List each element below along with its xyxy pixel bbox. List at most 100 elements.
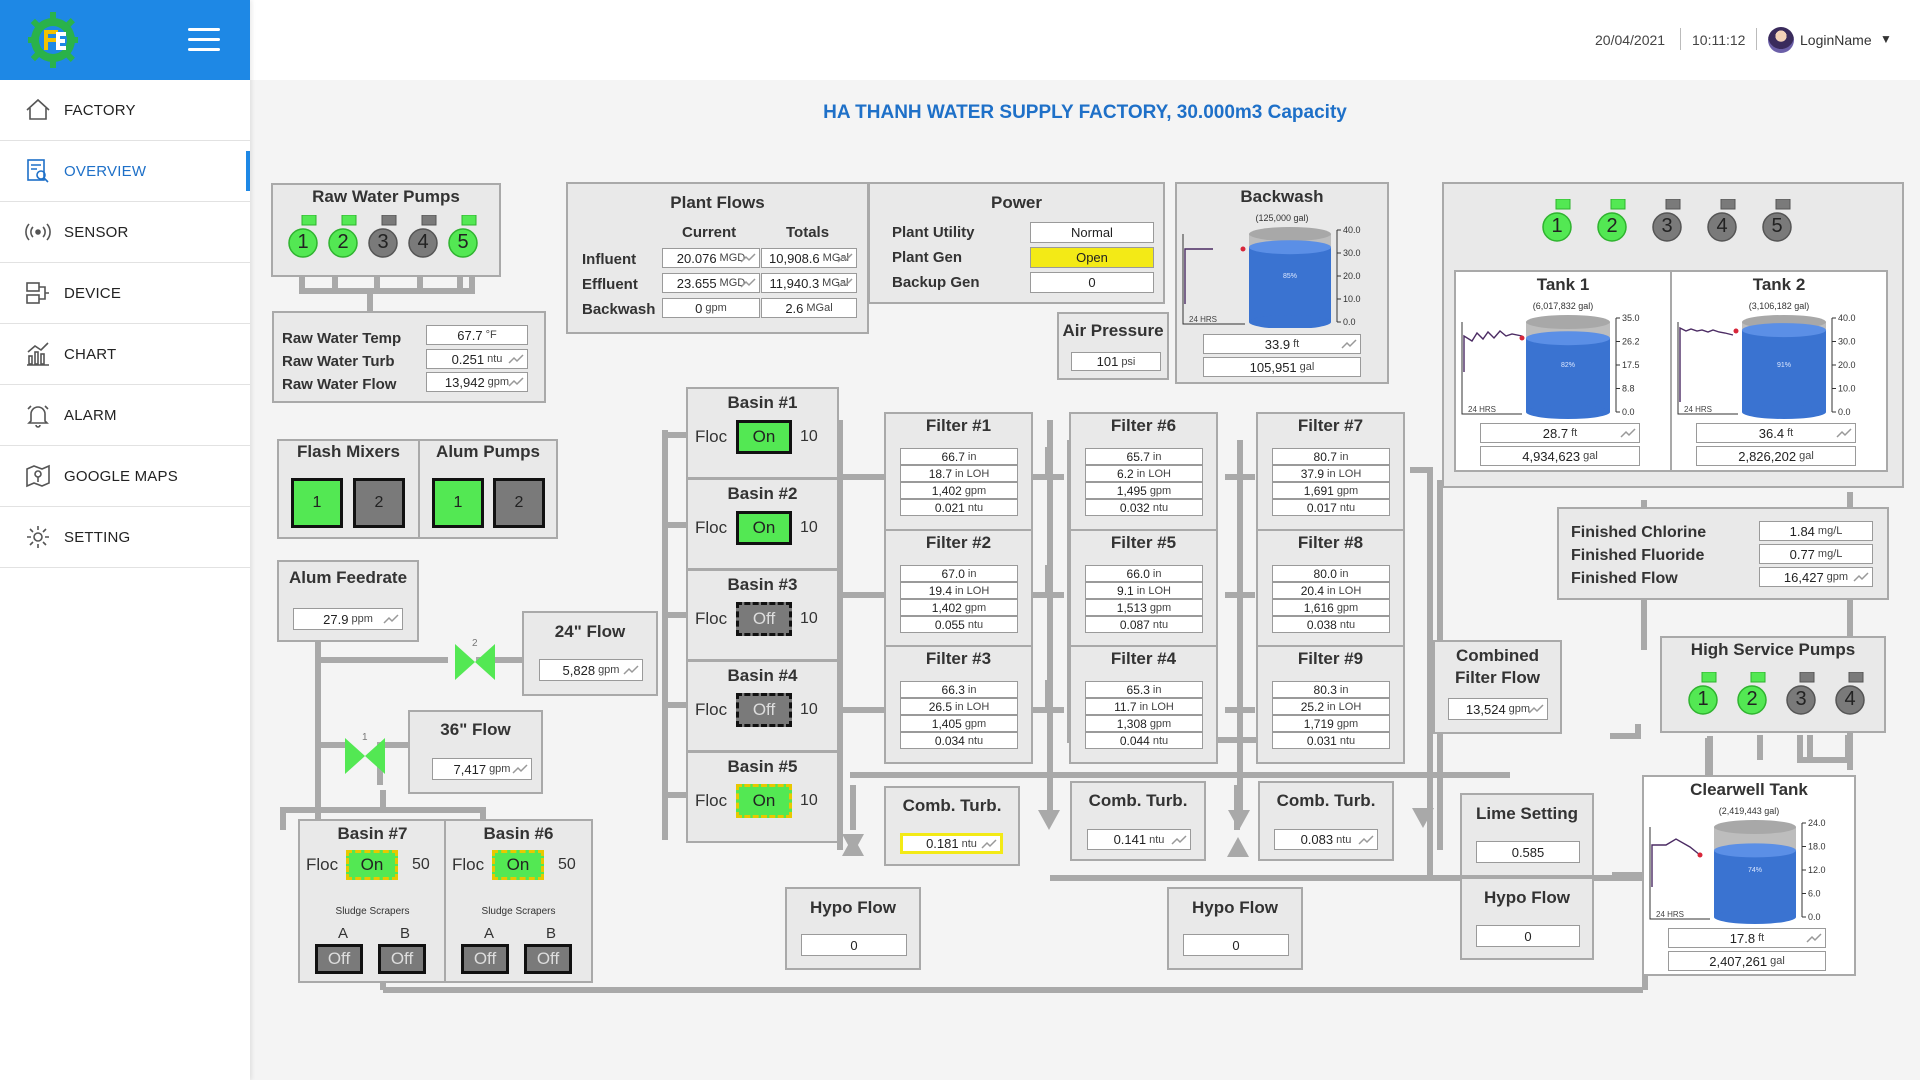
basin-1-floc-toggle[interactable]: On: [736, 420, 792, 454]
alum-pump-1[interactable]: 1: [432, 478, 484, 528]
chevron-down-icon[interactable]: ▼: [1880, 32, 1892, 46]
trend-icon[interactable]: [1836, 427, 1852, 439]
tank-pump-3[interactable]: 3: [1652, 198, 1686, 247]
high-service-pump-4[interactable]: 4: [1835, 671, 1869, 720]
trend-icon[interactable]: [1806, 932, 1822, 944]
trend-icon[interactable]: [837, 277, 853, 289]
trend-icon[interactable]: [1358, 834, 1374, 846]
trend-icon[interactable]: [508, 376, 524, 388]
raw-pump-2[interactable]: 2: [328, 214, 362, 263]
nav-factory[interactable]: FACTORY: [0, 80, 250, 141]
avatar[interactable]: [1768, 27, 1794, 53]
tank-pump-2[interactable]: 2: [1597, 198, 1631, 247]
trend-icon[interactable]: [740, 252, 756, 264]
trend-icon[interactable]: [1528, 703, 1544, 715]
scraper-b-toggle[interactable]: Off: [378, 944, 426, 974]
tank-pump-1[interactable]: 1: [1542, 198, 1576, 247]
raw-pump-4[interactable]: 4: [408, 214, 442, 263]
valve-2-icon[interactable]: [453, 640, 497, 684]
basin-5-floc-toggle[interactable]: On: [736, 784, 792, 818]
scraper-a-toggle[interactable]: Off: [461, 944, 509, 974]
high-service-pump-3[interactable]: 3: [1786, 671, 1820, 720]
trend-icon[interactable]: [1341, 338, 1357, 350]
floc-toggle[interactable]: On: [492, 850, 544, 880]
trend-icon[interactable]: [837, 252, 853, 264]
trend-icon[interactable]: [1620, 427, 1636, 439]
hamburger-menu-button[interactable]: [188, 28, 220, 52]
alum-pump-2[interactable]: 2: [493, 478, 545, 528]
trend-icon[interactable]: [383, 613, 399, 625]
nav-setting[interactable]: SETTING: [0, 507, 250, 568]
flash-mixer-1[interactable]: 1: [291, 478, 343, 528]
basin-4-floc-toggle[interactable]: Off: [736, 693, 792, 727]
user-name[interactable]: LoginName: [1800, 32, 1872, 48]
basin-3-floc-toggle[interactable]: Off: [736, 602, 792, 636]
nav-alarm[interactable]: ALARM: [0, 385, 250, 446]
nav-device[interactable]: DEVICE: [0, 263, 250, 324]
high-service-pump-2[interactable]: 2: [1737, 671, 1771, 720]
nav-sensor[interactable]: SENSOR: [0, 202, 250, 263]
scraper-b-toggle[interactable]: Off: [524, 944, 572, 974]
valve-1-icon[interactable]: [343, 734, 387, 778]
nav-overview[interactable]: OVERVIEW: [0, 141, 250, 202]
high-service-pump-1[interactable]: 1: [1688, 671, 1722, 720]
tank-pump-5[interactable]: 5: [1762, 198, 1796, 247]
trend-icon[interactable]: [623, 664, 639, 676]
trend-icon[interactable]: [512, 763, 528, 775]
nav-google-maps[interactable]: GOOGLE MAPS: [0, 446, 250, 507]
floc-toggle[interactable]: On: [346, 850, 398, 880]
trend-icon[interactable]: [740, 277, 756, 289]
raw-pump-1[interactable]: 1: [288, 214, 322, 263]
scraper-a-toggle[interactable]: Off: [315, 944, 363, 974]
nav-chart[interactable]: CHART: [0, 324, 250, 385]
raw-pump-3[interactable]: 3: [368, 214, 402, 263]
flash-mixer-2[interactable]: 2: [353, 478, 405, 528]
